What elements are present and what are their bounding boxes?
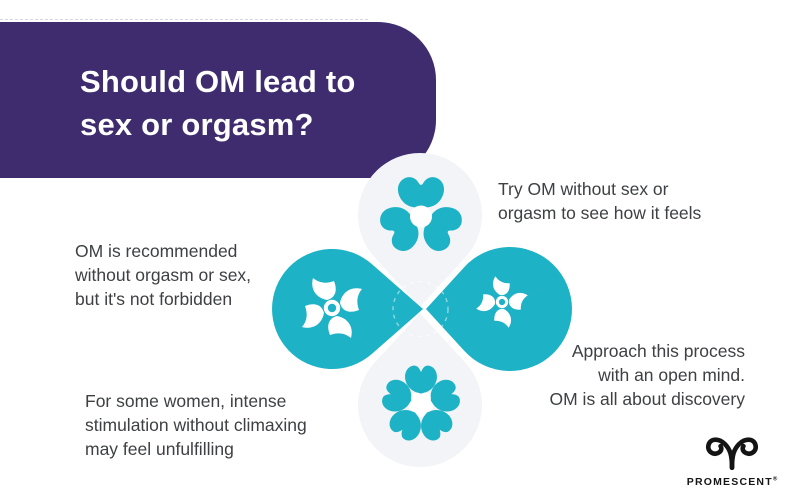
header-banner: Should OM lead to sex or orgasm? [0,22,436,178]
trillium-flower-icon [380,177,462,252]
brand-name: PROMESCENT® [672,476,792,488]
teal-infinity-pair [272,247,572,372]
brand-text: PROMESCENT [686,476,773,488]
tip-some-women: For some women, intense stimulation with… [85,391,307,459]
tip-open-mind: Approach this process with an open mind.… [549,341,746,409]
pinwheel-icon-left [302,278,362,338]
pinwheel-icon-right [476,276,528,328]
tip-try-om: Try OM without sex or orgasm to see how … [498,179,702,223]
gray-teardrop-top [357,153,482,307]
tip-recommended: OM is recommended without orgasm or sex,… [75,241,252,309]
ram-horns-icon [706,437,758,471]
page-title: Should OM lead to sex or orgasm? [80,64,356,142]
promescent-logo: PROMESCENT® [672,428,792,488]
cherry-blossom-icon [382,365,460,441]
dashed-circle [392,280,449,338]
teal-teardrop-right [426,247,572,372]
top-dashed-guide [0,19,368,20]
registered-mark: ® [772,476,778,483]
